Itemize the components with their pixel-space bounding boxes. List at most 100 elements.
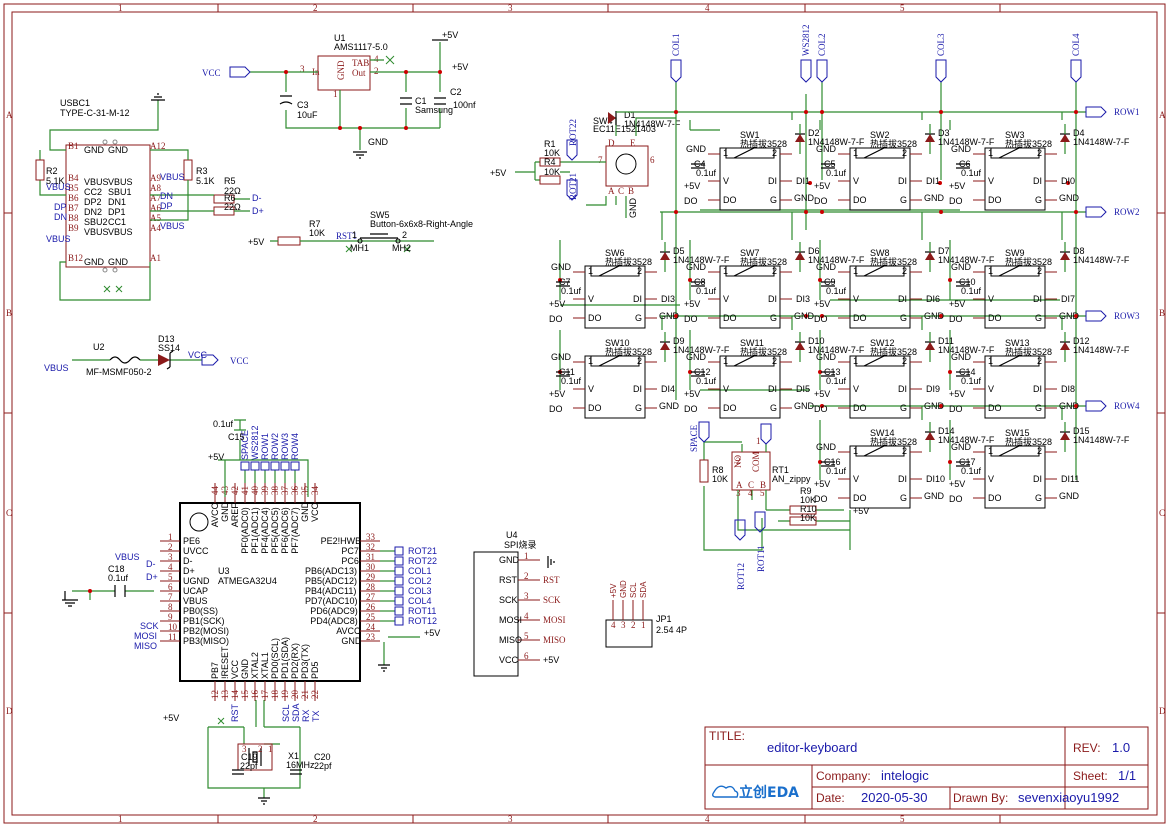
switch-pin-g-sw1: G bbox=[770, 195, 777, 205]
mcu-pin-num-35: 35 bbox=[300, 486, 310, 496]
mcu-pin-name-29: PB5(ADC12) bbox=[305, 576, 357, 586]
mcu-lbl-sck: SCK bbox=[140, 621, 159, 631]
switch-di-net-sw9: DI7 bbox=[1061, 294, 1075, 304]
jp1-pin-num-3: 3 bbox=[621, 620, 626, 630]
frame-col-numbers: 1 2 3 4 5 1 2 3 4 5 bbox=[118, 3, 905, 824]
u2-part: MF-MSMF050-2 bbox=[86, 367, 152, 377]
switch-pin-do-sw8: DO bbox=[853, 313, 867, 323]
usb-dminus-label: D- bbox=[252, 193, 262, 203]
switch-pin-v-sw3: V bbox=[988, 176, 994, 186]
switch-pin-v-sw12: V bbox=[853, 384, 859, 394]
cap-ref-c11: C11 bbox=[559, 367, 575, 377]
switch-part-sw1: 热插拔3528 bbox=[740, 138, 787, 149]
sw4-pin-6: 6 bbox=[650, 155, 655, 165]
mcu-pin-name-40: PF1(ADC1) bbox=[250, 507, 260, 554]
mcu-pin-num-42: 42 bbox=[230, 486, 240, 495]
cap-gnd-c7: GND bbox=[551, 262, 572, 272]
title-value: editor-keyboard bbox=[767, 740, 857, 755]
spi-pin-num-5: 5 bbox=[524, 631, 529, 641]
switch-ref-sw14: SW14 bbox=[870, 428, 895, 438]
mcu-pin-num-40: 40 bbox=[250, 486, 260, 496]
usb-vbus-right2: VBUS bbox=[160, 221, 185, 231]
cap-ref-c5: C5 bbox=[824, 159, 836, 169]
usb-left-name-2: CC2 bbox=[84, 187, 102, 197]
matrix-col-label-col3: COL3 bbox=[936, 33, 946, 56]
jp1-pin-num-2: 2 bbox=[631, 620, 636, 630]
cap-val-c14: 0.1uf bbox=[961, 376, 982, 386]
frame-row-letters: A B C D A B C D bbox=[6, 110, 1166, 716]
switch-pin-do-sw15: DO bbox=[988, 493, 1002, 503]
cap-5v-c17: +5V bbox=[949, 479, 965, 489]
matrix-col-label-col1: COL1 bbox=[671, 34, 681, 57]
usb-left-name-7: GND bbox=[84, 257, 105, 267]
mcu-label-col4: COL4 bbox=[408, 596, 432, 606]
switch-part-sw2: 热插拔3528 bbox=[870, 138, 917, 149]
switch-pin2-sw7: 2 bbox=[772, 266, 777, 276]
cap-5v-c9: +5V bbox=[814, 299, 830, 309]
mcu-pin-name-41: PF0(ADC0) bbox=[240, 507, 250, 554]
mcu-avcc-5v: +5V bbox=[424, 628, 440, 638]
mcu-pin-num-19: 19 bbox=[280, 690, 290, 700]
col-number-1: 1 bbox=[118, 3, 123, 13]
usb-left-pin-B9: B9 bbox=[68, 223, 79, 233]
mcu-pin-name-7: VBUS bbox=[183, 596, 208, 606]
spi-label-miso: MISO bbox=[543, 635, 566, 645]
crystal-x1: X1 16MHz C19 22pf C20 22pf 3 2 1 bbox=[207, 700, 332, 805]
switch-ref-sw6: SW6 bbox=[605, 248, 625, 258]
spi-pin-miso: MISO bbox=[499, 635, 522, 645]
u1-pin-tab: TAB bbox=[352, 58, 369, 68]
r3-ref: R3 bbox=[196, 166, 208, 176]
spi-pin-sck: SCK bbox=[499, 595, 518, 605]
switch-pin2-sw3: 2 bbox=[1037, 148, 1042, 158]
reset-5v: +5V bbox=[248, 237, 264, 247]
mcu-pin-num-29: 29 bbox=[366, 572, 376, 582]
switch-pin-do-sw9: DO bbox=[988, 313, 1002, 323]
title-key: TITLE: bbox=[709, 729, 745, 743]
switch-ref-sw7: SW7 bbox=[740, 248, 760, 258]
switch-gnd-sw6: GND bbox=[659, 311, 680, 321]
switch-pin-do-sw14: DO bbox=[853, 493, 867, 503]
row-letter-d: D bbox=[6, 706, 13, 716]
mcu-5v-bottom: +5V bbox=[163, 713, 179, 723]
switch-pin-g-sw15: G bbox=[1035, 493, 1042, 503]
mcu-pin-name-25: PD4(ADC8) bbox=[310, 616, 358, 626]
switch-pin2-sw14: 2 bbox=[902, 446, 907, 456]
cap-val-c17: 0.1uf bbox=[961, 466, 982, 476]
mcu-pin-num-32: 32 bbox=[366, 542, 375, 552]
jp1-pin-num-1: 1 bbox=[641, 620, 646, 630]
diode-ref-d5: D5 bbox=[673, 246, 685, 256]
switch-pin-v-sw8: V bbox=[853, 294, 859, 304]
switch-ref-sw8: SW8 bbox=[870, 248, 890, 258]
switch-pin-di-sw15: DI bbox=[1033, 474, 1042, 484]
u1-num-2: 2 bbox=[374, 66, 379, 76]
switch-pin-do-sw3: DO bbox=[988, 195, 1002, 205]
mcu-pin-num-39: 39 bbox=[260, 486, 270, 496]
mcu-pin-name-14: VCC bbox=[230, 659, 240, 679]
cap-val-c9: 0.1uf bbox=[826, 286, 847, 296]
diode-ref-d10: D10 bbox=[808, 336, 825, 346]
spi-pin-num-3: 3 bbox=[524, 591, 529, 601]
switch-ref-sw13: SW13 bbox=[1005, 338, 1030, 348]
switch-part-sw15: 热插拔3528 bbox=[1005, 436, 1052, 447]
spi-pin-mosi: MOSI bbox=[499, 615, 522, 625]
mcu-pin-num-14: 14 bbox=[230, 690, 240, 700]
mcu-top-label-row1: ROW1 bbox=[260, 433, 270, 460]
c3-val: 10uF bbox=[297, 110, 318, 120]
r2-val: 5.1K bbox=[46, 176, 65, 186]
cap-do-c12: DO bbox=[684, 404, 698, 414]
usb-left-name-1: VBUS bbox=[84, 177, 109, 187]
diode-part-d3: 1N4148W-7-F bbox=[938, 137, 995, 147]
switch-gnd-sw11: GND bbox=[794, 401, 815, 411]
cap-gnd-c6: GND bbox=[951, 144, 972, 154]
switch-part-sw3: 热插拔3528 bbox=[1005, 138, 1052, 149]
switch-gnd-sw1: GND bbox=[794, 193, 815, 203]
switch-ref-sw3: SW3 bbox=[1005, 130, 1025, 140]
rev-key: REV: bbox=[1073, 741, 1101, 755]
switch-pin-di-sw8: DI bbox=[898, 294, 907, 304]
cap-gnd-c14: GND bbox=[951, 352, 972, 362]
cap-val-c11: 0.1uf bbox=[561, 376, 582, 386]
usb-right-name-5: CC1 bbox=[108, 217, 126, 227]
cap-val-c8: 0.1uf bbox=[696, 286, 717, 296]
